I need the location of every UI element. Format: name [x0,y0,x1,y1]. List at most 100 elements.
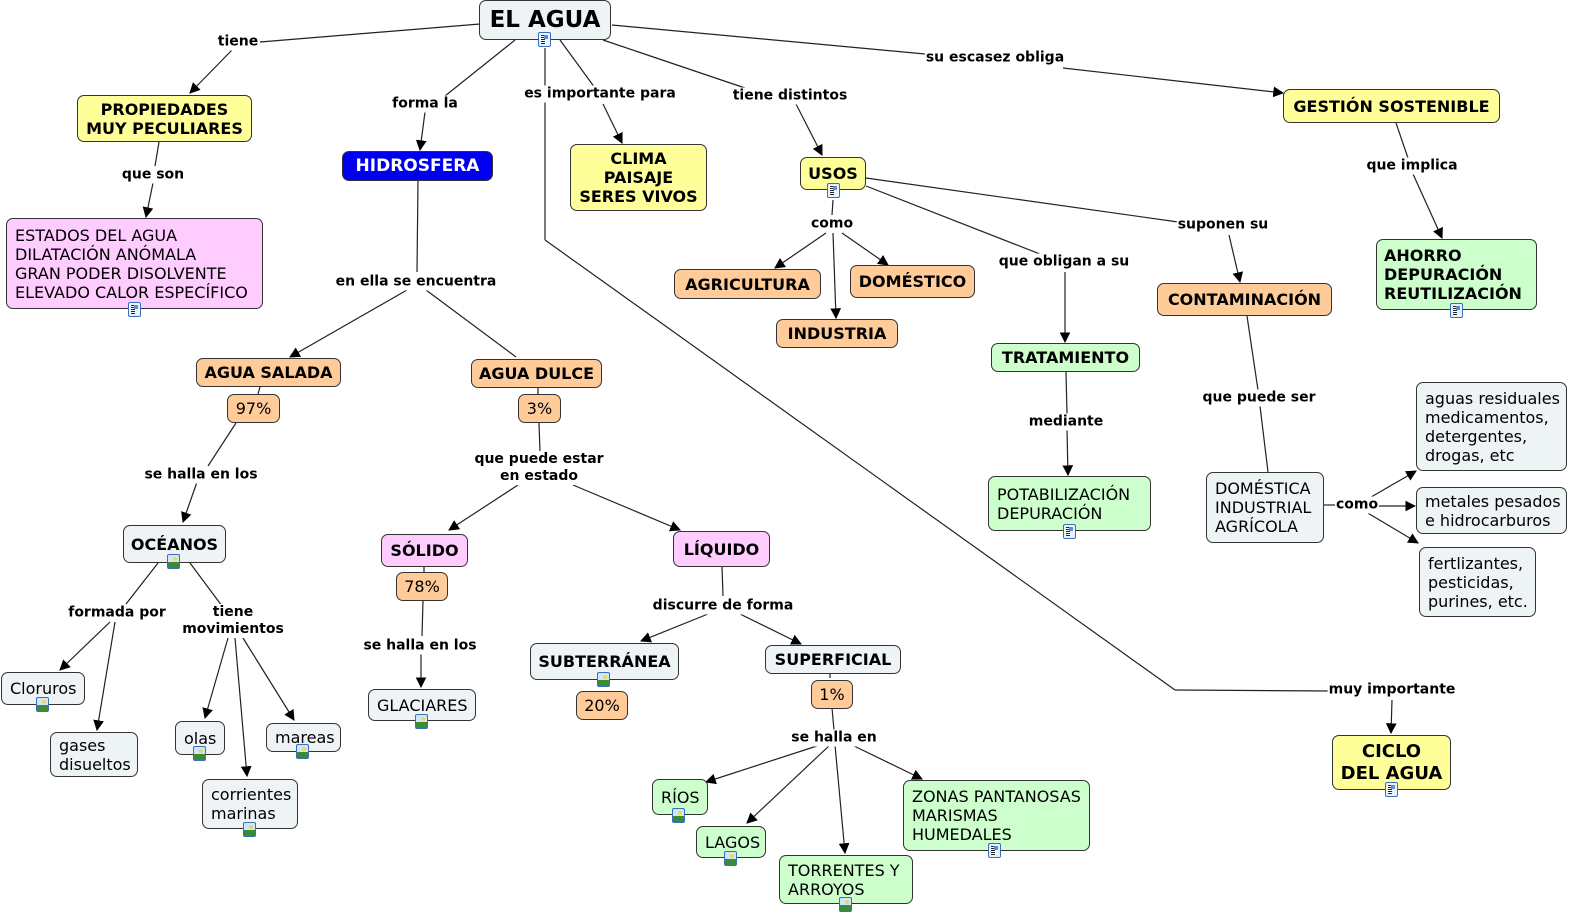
link-line [1174,689,1331,692]
link-arrow [1228,234,1244,284]
concept-label: EL AGUA [489,6,601,33]
link-label-muy-importante: muy importante [1327,681,1457,699]
concept-pct-3[interactable]: 3% [518,394,561,423]
link-arrow [746,744,831,824]
concept-propiedades[interactable]: PROPIEDADES MUY PECULIARES [77,95,252,142]
concept-label: CICLO DEL AGUA [1340,740,1443,784]
concept-propiedades-lista[interactable]: ESTADOS DEL AGUA DILATACIÓN ANÓMALA GRAN… [6,218,263,309]
image-icon[interactable] [415,714,428,729]
concept-zonas[interactable]: ZONAS PANTANOSAS MARISMAS HUMEDALES [903,780,1090,851]
concept-label: DOMÉSTICA INDUSTRIAL AGRÍCOLA [1215,479,1312,536]
link-label-formada-por: formada por [67,604,167,622]
concept-label: SÓLIDO [390,541,459,560]
concept-label: RÍOS [661,787,700,807]
concept-tipos-contaminacion[interactable]: DOMÉSTICA INDUSTRIAL AGRÍCOLA [1206,472,1324,543]
link-label-que-puede-ser: que puede ser [1201,389,1317,407]
link-arrow [572,484,681,532]
link-line [865,185,1046,257]
concept-label: GLACIARES [377,695,468,715]
link-arrow [1412,173,1443,239]
document-icon[interactable] [1385,782,1398,797]
concept-tratamiento[interactable]: TRATAMIENTO [991,343,1140,372]
concept-superficial[interactable]: SUPERFICIAL [765,645,901,674]
link-label-se-halla-glaciares: se halla en los [362,637,478,655]
concept-label: HIDROSFERA [355,155,480,176]
concept-solido[interactable]: SÓLIDO [381,534,468,567]
concept-label: ZONAS PANTANOSAS MARISMAS HUMEDALES [912,787,1081,844]
concept-ciclo-del-agua[interactable]: CICLO DEL AGUA [1332,735,1451,790]
link-line [259,23,481,43]
link-line [444,39,516,97]
link-arrow [189,49,233,94]
link-arrow [415,111,427,152]
image-icon[interactable] [193,746,206,761]
concept-gases[interactable]: gases disueltos [50,732,138,777]
link-arrow [1365,511,1419,544]
concept-ahorro[interactable]: AHORRO DEPURACIÓN REUTILIZACIÓN [1376,239,1537,310]
concept-fertilizantes[interactable]: fertlizantes, pesticidas, purines, etc. [1419,547,1536,617]
document-icon[interactable] [827,183,840,198]
image-icon[interactable] [167,554,180,569]
document-icon[interactable] [1063,524,1076,539]
concept-label: OCÉANOS [130,534,219,554]
concept-label: aguas residuales medicamentos, detergent… [1425,388,1560,465]
concept-pct-78[interactable]: 78% [396,572,448,601]
link-line [1065,371,1068,415]
concept-pct-1[interactable]: 1% [811,680,853,709]
image-icon[interactable] [839,897,852,912]
concept-label: 3% [526,399,553,418]
document-icon[interactable] [988,843,1001,858]
concept-label: LAGOS [705,832,761,852]
concept-metales[interactable]: metales pesados e hidrocarburos [1416,487,1567,534]
concept-aguas-residuales[interactable]: aguas residuales medicamentos, detergent… [1416,382,1567,471]
concept-label: DOMÉSTICO [858,272,967,291]
concept-label: AGRICULTURA [685,274,810,294]
link-arrow [774,232,827,269]
link-label-forma-la: forma la [391,95,459,113]
link-arrow [448,484,519,531]
concept-label: 1% [819,685,845,704]
concept-gestion-sostenible[interactable]: GESTIÓN SOSTENIBLE [1283,89,1500,123]
link-label-tiene-movimientos: tiene movimientos [181,604,285,638]
link-arrow [1062,67,1285,98]
document-icon[interactable] [128,302,141,317]
image-icon[interactable] [36,697,49,712]
link-arrow [59,621,111,671]
link-label-mediante: mediante [1027,413,1105,431]
concept-label: POTABILIZACIÓN DEPURACIÓN [997,484,1131,523]
concept-mareas[interactable]: mareas [266,723,341,752]
link-arrow [602,103,623,144]
concept-liquido[interactable]: LÍQUIDO [673,531,770,567]
image-icon[interactable] [597,672,610,687]
concept-agua-salada[interactable]: AGUA SALADA [196,358,341,387]
concept-label: SUBTERRÁNEA [538,652,671,671]
link-label-tiene: tiene [216,33,260,51]
image-icon[interactable] [243,822,256,837]
concept-rios[interactable]: RÍOS [652,779,708,815]
concept-hidrosfera[interactable]: HIDROSFERA [342,151,493,181]
link-arrow [202,637,229,720]
concept-industria[interactable]: INDUSTRIA [776,319,898,348]
link-label-que-implica: que implica [1365,157,1459,175]
concept-clima[interactable]: CLIMA PAISAJE SERES VIVOS [570,144,707,211]
document-icon[interactable] [1450,303,1463,318]
link-line [421,600,424,637]
concept-label: 78% [404,577,440,596]
concept-agua-dulce[interactable]: AGUA DULCE [471,359,602,388]
document-icon[interactable] [538,32,551,47]
concept-contaminacion[interactable]: CONTAMINACIÓN [1157,283,1332,316]
image-icon[interactable] [672,808,685,823]
image-icon[interactable] [724,851,737,866]
link-line [207,422,237,467]
concept-label: olas [184,728,217,748]
concept-pct-97[interactable]: 97% [227,394,280,423]
link-line [865,177,1179,223]
concept-domestico[interactable]: DOMÉSTICO [850,265,975,298]
link-arrow [1385,699,1397,735]
concept-potabilizacion[interactable]: POTABILIZACIÓN DEPURACIÓN [988,476,1151,531]
image-icon[interactable] [296,744,309,759]
concept-torrentes[interactable]: TORRENTES Y ARROYOS [779,855,913,904]
concept-agricultura[interactable]: AGRICULTURA [674,269,821,299]
link-arrow [234,637,252,778]
concept-pct-20[interactable]: 20% [576,691,628,720]
